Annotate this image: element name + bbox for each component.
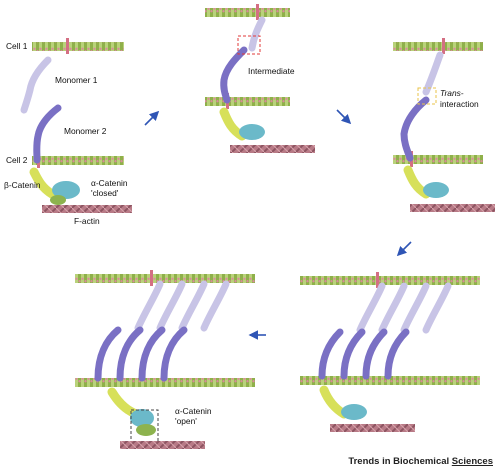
membrane-cell2 [32,156,124,165]
label-f-actin: F-actin [74,216,100,226]
label-alpha-catenin-closed-state: 'closed' [91,188,119,198]
cadherin-dark [220,46,248,104]
panel-alpha-catenin-open [75,270,255,449]
label-alpha-catenin-open-state: 'open' [175,416,197,426]
membrane-bottom [300,376,480,385]
membrane-top [393,42,483,51]
cadherin-array [94,280,230,382]
arrow-2 [336,109,352,125]
label-alpha-catenin-open: α-Catenin [175,406,212,416]
label-cell2: Cell 2 [6,155,28,165]
label-beta-catenin: β-Catenin [4,180,41,190]
beta-catenin [29,167,57,199]
cadherin-array [318,282,452,380]
label-alpha-catenin-closed: α-Catenin [91,178,128,188]
panel-trans-interaction [393,38,495,212]
label-interaction: interaction [440,99,479,109]
cadherin-light [248,16,266,52]
membrane-bottom [75,378,255,387]
membrane-bottom [393,155,483,164]
panel-initial [20,38,132,213]
membrane-top [75,274,255,283]
journal-credit: Trends in Biochemical Sciences [348,456,493,467]
label-cell1: Cell 1 [6,41,28,51]
process-arrows [144,109,412,340]
f-actin [42,205,132,213]
intermediate-box [237,35,261,55]
label-intermediate: Intermediate [248,66,295,76]
arrow-3 [396,241,412,257]
trans-interaction-box [417,87,437,105]
cadherin-monomer-2 [33,104,62,164]
membrane-cell1 [32,42,124,51]
label-monomer1: Monomer 1 [55,75,98,85]
membrane-top [205,8,290,17]
panel-intermediate [205,4,315,153]
membrane-top [300,276,480,285]
cadherin-monomer-1 [20,56,52,114]
alpha-catenin-closed [52,181,80,199]
label-trans: Trans- [440,88,464,98]
membrane-bottom [205,97,290,106]
panel-cluster-forming [300,272,480,432]
label-monomer2: Monomer 2 [64,126,107,136]
credit-suffix: Sciences [451,456,493,467]
credit-prefix: Trends in Biochemical [348,456,452,467]
arrow-1 [144,110,160,126]
